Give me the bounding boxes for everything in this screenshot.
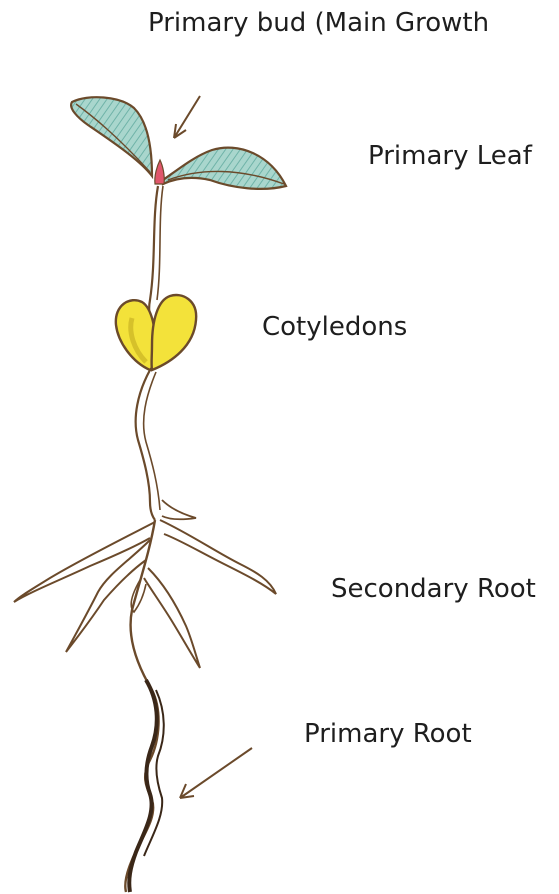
secondary-root-left-mid bbox=[66, 540, 150, 652]
stem-lower-inner bbox=[144, 372, 160, 510]
right-cotyledon bbox=[152, 295, 197, 370]
primary-root-label: Primary Root bbox=[304, 719, 472, 749]
primary-root-dark bbox=[129, 680, 157, 892]
secondary-root-right-long bbox=[160, 520, 276, 594]
secondary-root-left-long bbox=[14, 522, 155, 602]
right-primary-leaf bbox=[163, 148, 286, 189]
secondary-root-right-mid bbox=[144, 568, 200, 668]
primary-leaf-label: Primary Leaf bbox=[368, 141, 532, 171]
secondary-root-label: Secondary Root bbox=[331, 574, 536, 604]
primary-root-arrow bbox=[180, 748, 252, 798]
stem-lower bbox=[136, 370, 155, 520]
left-cotyledon bbox=[116, 300, 156, 370]
stem-upper-inner bbox=[157, 186, 163, 300]
bud-arrow bbox=[174, 96, 200, 138]
primary-bud-label: Primary bud (Main Growth bbox=[148, 8, 489, 38]
secondary-root-right-short bbox=[162, 500, 196, 519]
stem-upper bbox=[149, 186, 158, 322]
primary-bud bbox=[155, 160, 164, 184]
cotyledons-label: Cotyledons bbox=[262, 312, 407, 342]
